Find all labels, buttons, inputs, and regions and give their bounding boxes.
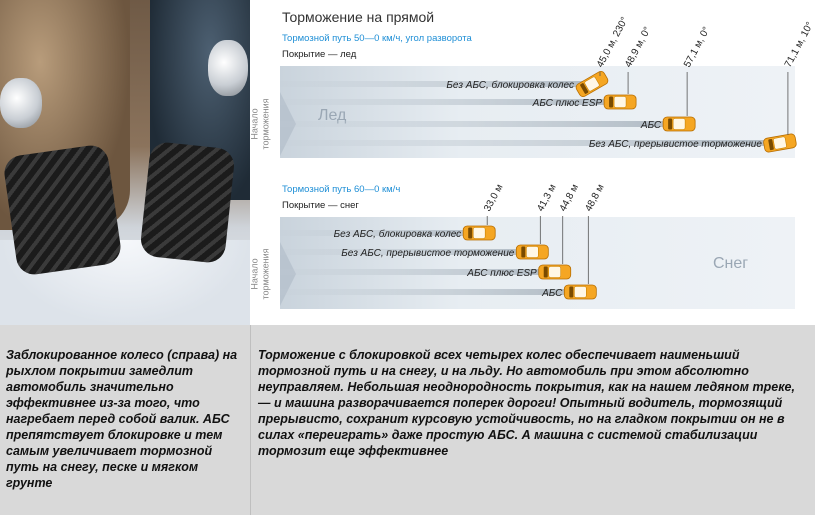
ice-chart-subtitle: Тормозной путь 50—0 км/ч, угол разворота: [282, 33, 472, 44]
data-label: 44,8 м: [558, 182, 581, 213]
category-label: АБС: [640, 120, 662, 131]
caption-divider: [250, 325, 251, 515]
snow-zone-label: Снег: [713, 255, 748, 272]
car-icon: [462, 225, 496, 241]
tires-on-snow-photo: [0, 0, 250, 325]
braking-streak: [280, 121, 684, 127]
start-label-word: торможения: [261, 98, 271, 149]
data-label: 41,3 м: [535, 182, 558, 213]
car-icon: [662, 116, 696, 132]
car-icon: [603, 94, 637, 110]
braking-diagram-svg: Торможение на прямой Тормозной путь 50—0…: [250, 9, 815, 309]
left-caption: Заблокированное колесо (справа) на рыхло…: [6, 348, 238, 490]
right-caption: Торможение с блокировкой всех четырех ко…: [258, 348, 795, 458]
category-label: Без АБС, блокировка колес: [446, 79, 574, 91]
tire-right-icon: [139, 140, 236, 265]
braking-streak: [280, 140, 784, 146]
category-label: АБС плюс ESP: [466, 268, 537, 279]
braking-streak: [280, 249, 537, 255]
headlight-right: [208, 40, 248, 96]
braking-streak: [280, 289, 585, 295]
braking-streak: [280, 230, 484, 236]
data-label: 33,0 м: [482, 182, 505, 213]
snow-chart-subtitle: Тормозной путь 60—0 км/ч: [282, 184, 400, 195]
ice-zone-label: Лед: [318, 107, 347, 124]
car-icon: [538, 264, 572, 280]
car-icon: [515, 244, 549, 260]
tire-left-icon: [2, 143, 123, 277]
braking-streak: [280, 81, 596, 87]
category-label: Без АБС, прерывистое торможение: [341, 248, 515, 259]
data-label: 48,8 м: [583, 182, 606, 213]
ice-chart-title: Торможение на прямой: [282, 9, 434, 25]
car-icon: [563, 284, 597, 300]
snow-surface-label: Покрытие — снег: [282, 200, 359, 211]
start-label-word: Начало: [250, 258, 260, 289]
braking-streak: [280, 99, 625, 105]
caption-area: Заблокированное колесо (справа) на рыхло…: [0, 325, 815, 515]
data-label: 48,9 м, 0°: [623, 25, 653, 69]
car-icon: [575, 71, 609, 97]
category-label: Без АБС, блокировка колес: [334, 228, 462, 240]
category-label: АБС: [541, 288, 563, 299]
start-label-word: торможения: [261, 248, 271, 299]
data-label: 71,1 м, 10°: [783, 20, 815, 69]
braking-diagram: Торможение на прямой Тормозной путь 50—0…: [250, 0, 815, 325]
data-label: 57,1 м, 0°: [682, 25, 712, 69]
category-label: Без АБС, прерывистое торможение: [589, 139, 763, 150]
headlight-left: [0, 78, 42, 128]
start-label-word: Начало: [250, 108, 260, 139]
car-icon: [763, 133, 797, 153]
category-label: АБС плюс ESP: [532, 98, 603, 109]
ice-surface-label: Покрытие — лед: [282, 49, 357, 60]
braking-streak: [280, 269, 559, 275]
